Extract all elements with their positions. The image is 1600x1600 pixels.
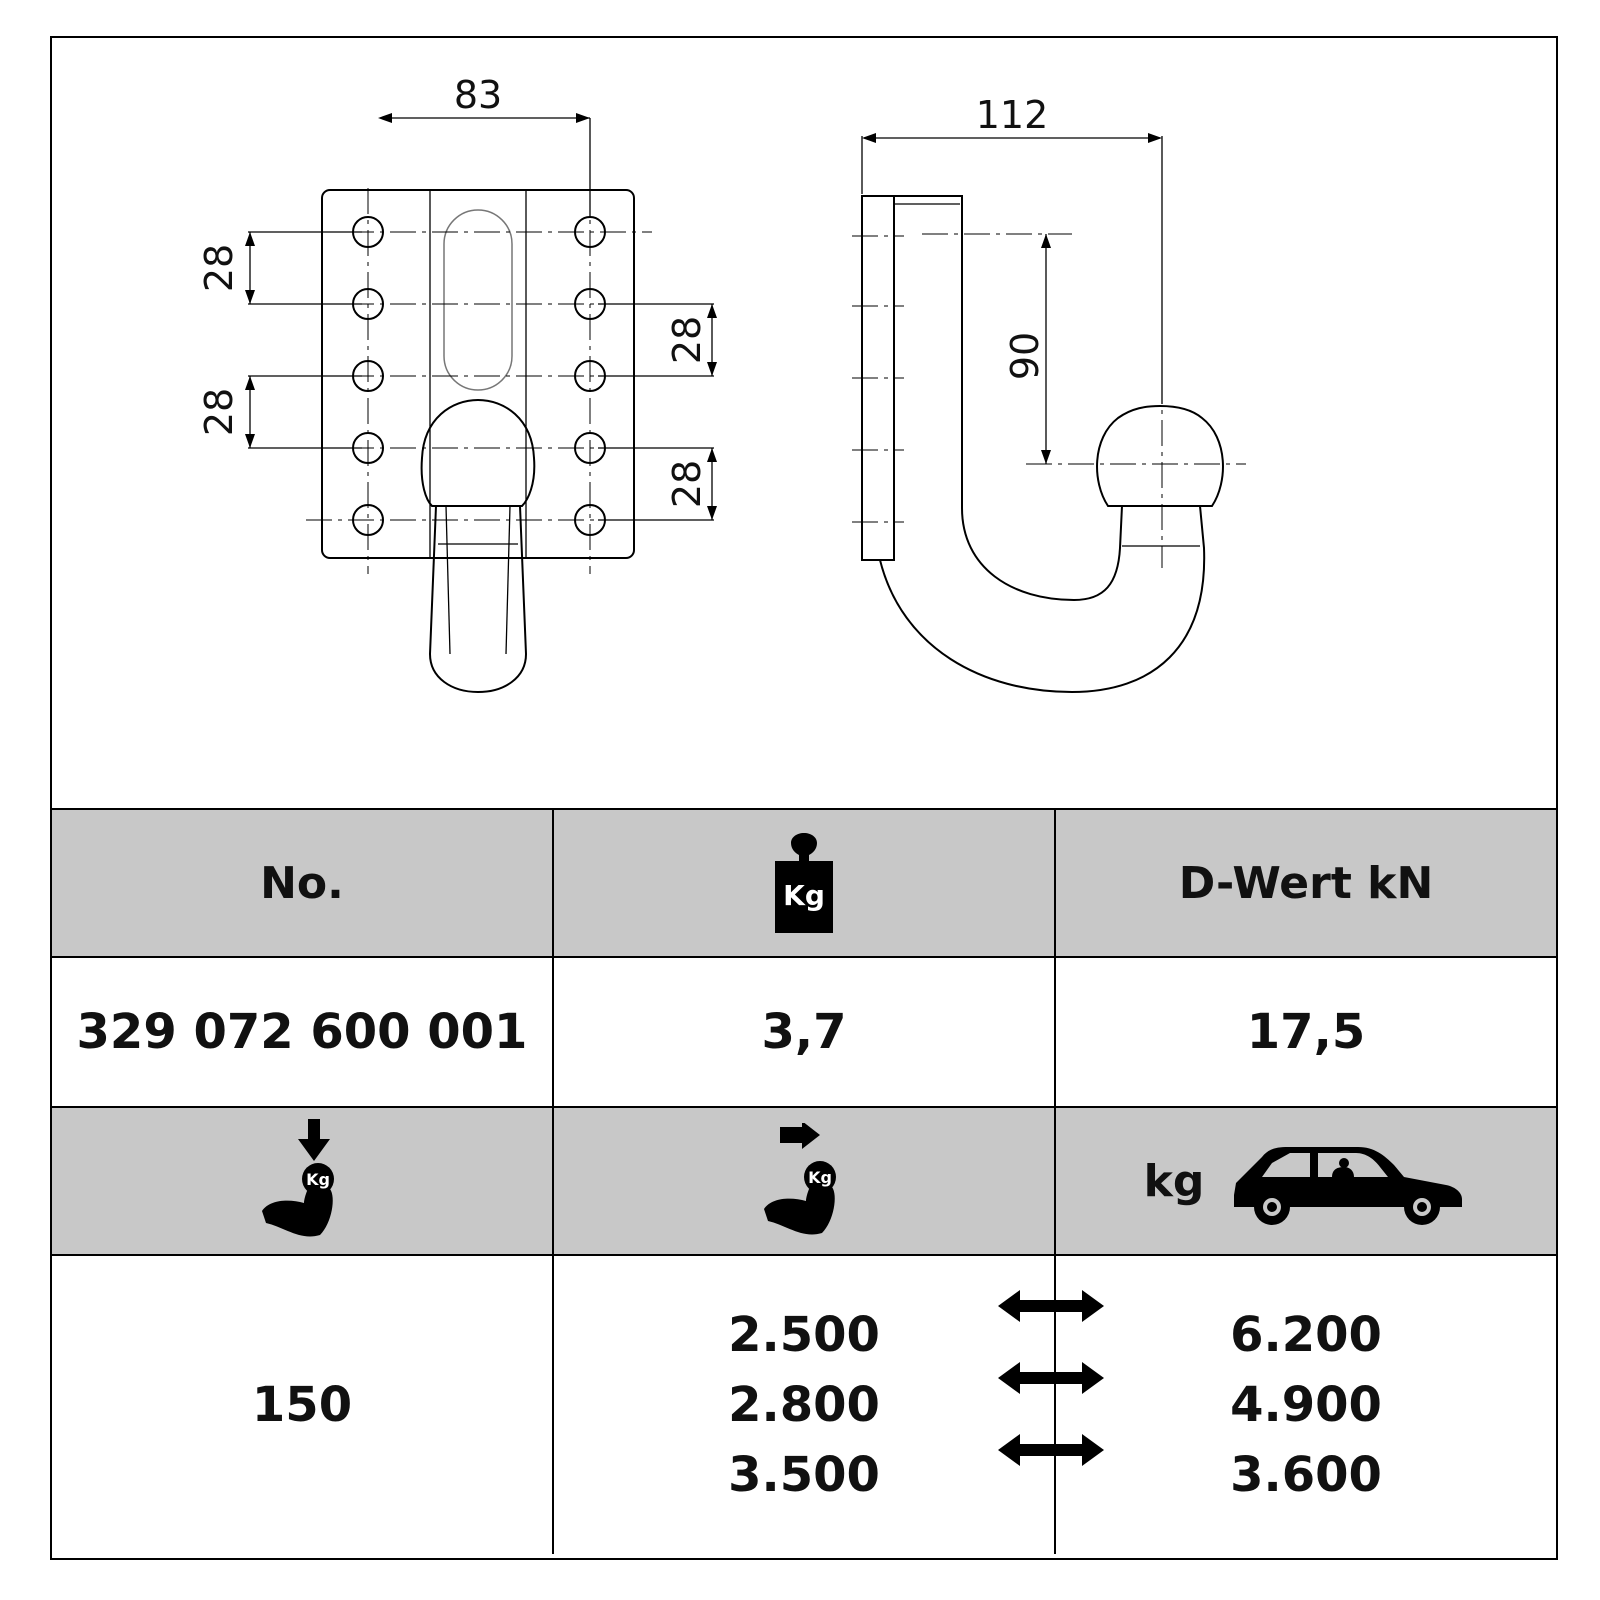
tow-hook-side [879, 195, 1206, 694]
header-d-value: D-Wert kN [1056, 808, 1556, 956]
vertical-load-value: 150 [251, 1377, 353, 1433]
trailer-load: 3.500 [728, 1447, 880, 1503]
vehicle-weights-cell: 6.200 4.900 3.600 [1056, 1254, 1556, 1554]
product-number-cell: 329 072 600 001 [52, 956, 554, 1106]
subheader-vertical-load: Kg [52, 1106, 554, 1254]
correspondence-arrows [998, 1290, 1104, 1466]
trailer-loads-cell: 2.500 2.800 3.500 [554, 1254, 1056, 1554]
svg-text:Kg: Kg [808, 1168, 832, 1187]
double-arrow-icon [998, 1362, 1104, 1394]
dim-width-front: 83 [454, 73, 502, 117]
vertical-load-cell: 150 [52, 1254, 554, 1554]
tow-ball-side [1096, 404, 1224, 507]
double-arrow-icon [998, 1290, 1104, 1322]
center-strip [429, 189, 527, 559]
weight-icon: Kg [775, 833, 833, 933]
trailer-load: 2.800 [728, 1377, 880, 1433]
product-d-value: 17,5 [1246, 1004, 1366, 1060]
svg-text:Kg: Kg [783, 879, 825, 912]
towing-load-icon: Kg [764, 1123, 836, 1235]
vehicle-weight: 3.600 [1230, 1447, 1382, 1503]
vehicle-weights-list: 6.200 4.900 3.600 [1230, 1307, 1382, 1503]
mounting-plate [321, 189, 635, 559]
front-view: 83 28 28 28 28 [197, 73, 717, 694]
product-weight-cell: 3,7 [554, 956, 1056, 1106]
svg-text:Kg: Kg [306, 1170, 330, 1189]
dim-height-side: 90 [1003, 332, 1047, 380]
product-weight: 3,7 [761, 1004, 847, 1060]
dim-spacing-left-top: 28 [197, 244, 241, 292]
header-number: No. [52, 808, 554, 956]
side-view: 112 90 [852, 93, 1246, 694]
vertical-load-icon: Kg [262, 1119, 334, 1237]
vehicle-weight-unit: kg [1143, 1155, 1205, 1207]
technical-drawing: 83 28 28 28 28 [197, 73, 1246, 694]
mounting-holes [352, 216, 606, 536]
subheader-vehicle-weight: kg [1056, 1106, 1556, 1254]
vehicle-weight: 6.200 [1230, 1307, 1382, 1363]
trailer-load: 2.500 [728, 1307, 880, 1363]
trailer-loads-list: 2.500 2.800 3.500 [728, 1307, 880, 1503]
datasheet: 83 28 28 28 28 [50, 36, 1558, 1560]
car-icon [1234, 1147, 1463, 1225]
double-arrow-icon [998, 1434, 1104, 1466]
product-d-value-cell: 17,5 [1056, 956, 1556, 1106]
header-d-value-label: D-Wert kN [1178, 857, 1434, 909]
header-weight: Kg [554, 808, 1056, 956]
dim-spacing-right-top: 28 [665, 316, 709, 364]
vehicle-weight: 4.900 [1230, 1377, 1382, 1433]
subheader-trailer-load: Kg [554, 1106, 1056, 1254]
dim-spacing-left-bottom: 28 [197, 388, 241, 436]
product-number: 329 072 600 001 [76, 1004, 528, 1060]
dim-width-side: 112 [976, 93, 1049, 137]
dim-spacing-right-bottom: 28 [665, 460, 709, 508]
tow-ball-front [420, 398, 536, 507]
header-number-label: No. [260, 857, 344, 909]
spec-table: No. Kg D-Wert kN 329 072 600 001 3,7 17,… [52, 808, 1556, 1558]
